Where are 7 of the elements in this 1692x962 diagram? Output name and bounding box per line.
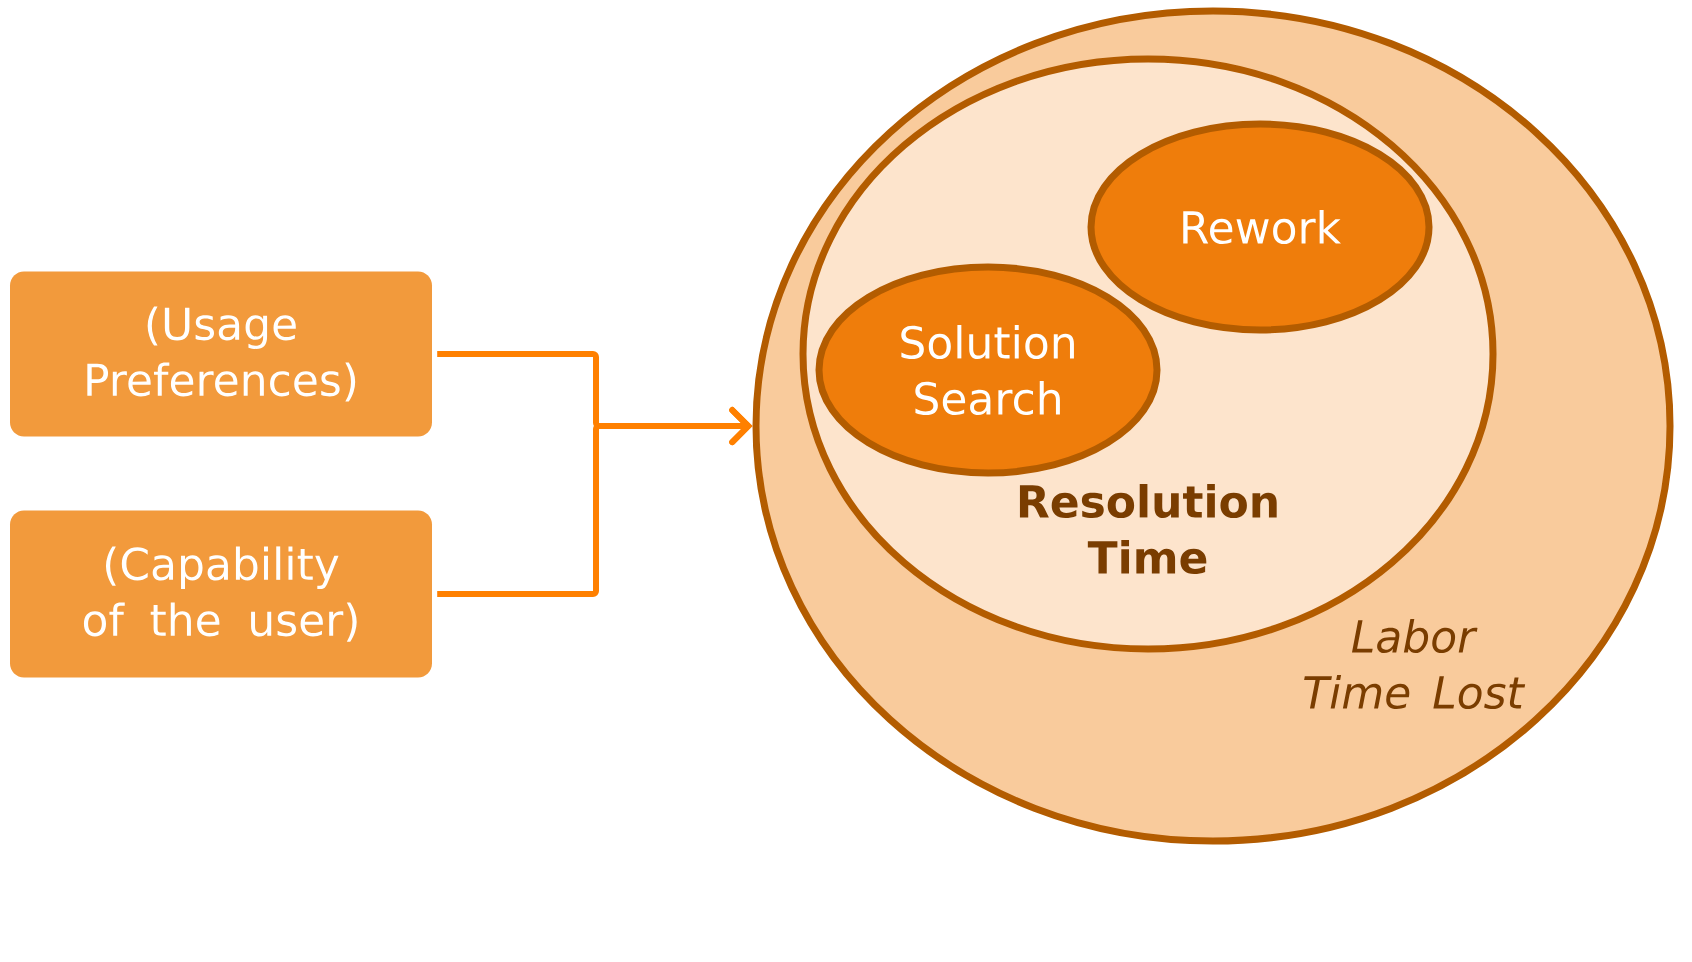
ellipse-label: Solution Search — [901, 325, 1074, 416]
ellipse-label: Labor Time Lost — [1304, 619, 1526, 710]
ellipse-label: Resolution Time — [1019, 484, 1277, 575]
input-box: (Capability of the user) — [10, 510, 432, 678]
arrow — [437, 407, 753, 597]
input-box: (Usage Preferences) — [10, 271, 432, 437]
ellipse-label: Rework — [1183, 210, 1341, 245]
